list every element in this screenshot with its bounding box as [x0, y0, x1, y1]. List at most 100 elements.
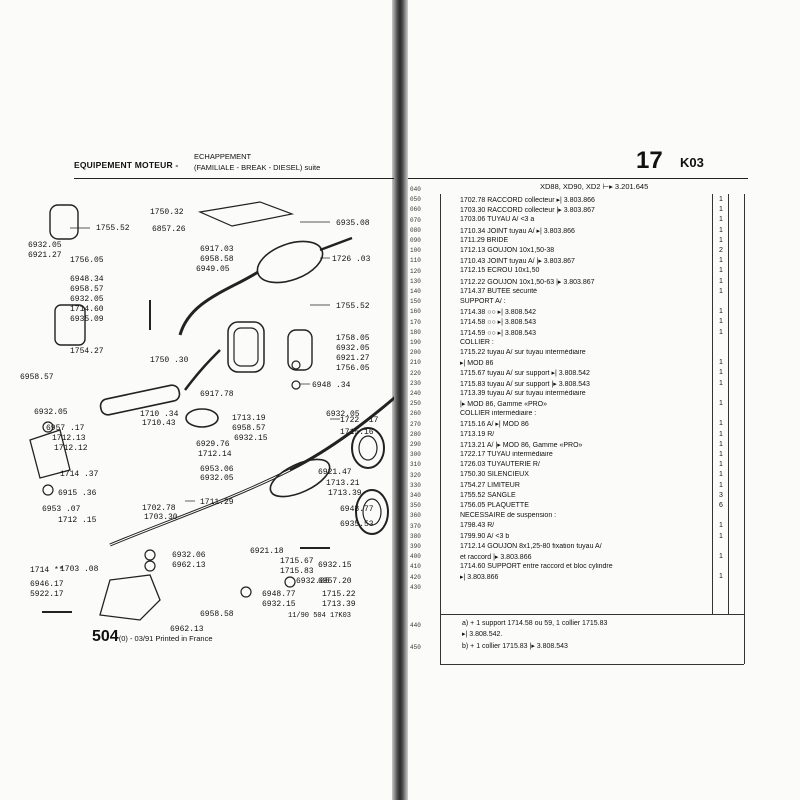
parts-row: SUPPORT A/ :	[460, 298, 506, 305]
row-number: 280	[410, 430, 421, 438]
parts-qty: 1	[719, 440, 723, 448]
row-number: 200	[410, 349, 421, 357]
parts-row: NECESSAIRE de suspension :	[460, 512, 557, 520]
parts-row: 1713.21 A/ |▸ MOD 86, Gamme «PRO»	[460, 441, 583, 449]
row-number: 050	[410, 196, 421, 204]
part-callout: 1722 .17	[340, 416, 379, 425]
section-subtitle-1: ECHAPPEMENT	[194, 152, 252, 161]
row-number: 120	[410, 267, 421, 275]
row-number: 390	[410, 543, 421, 550]
row-number: 350	[410, 502, 421, 510]
part-callout: 1715.83	[280, 567, 314, 576]
parts-qty: 1	[719, 328, 723, 336]
parts-qty: 1	[719, 522, 723, 530]
row-number: 420	[410, 573, 421, 581]
rubber-mount	[287, 329, 313, 371]
row-number: 290	[410, 441, 421, 448]
part-callout: 6917.03	[200, 245, 234, 254]
part-callout: 6957 .17	[46, 424, 85, 433]
part-callout: 6929.76	[196, 440, 230, 449]
part-callout: 6962.13	[170, 625, 204, 634]
parts-row: COLLIER intermédiaire :	[460, 410, 537, 418]
part-callout: 1703.30	[144, 513, 178, 522]
parts-qty: 1	[719, 236, 723, 244]
part-callout: 1755.52	[96, 224, 130, 233]
parts-row: 1754.27 LIMITEUR	[460, 481, 520, 489]
parts-qty: 1	[719, 573, 723, 581]
header-rule-right	[408, 178, 748, 179]
group-number: 17	[636, 147, 663, 174]
part-callout: 6957.20	[318, 577, 352, 586]
parts-qty: 1	[719, 287, 723, 295]
parts-row: 1712.13 GOUJON 10x1,50-38	[460, 247, 555, 254]
part-callout: 1714 .37	[60, 470, 99, 479]
row-number: 260	[410, 410, 421, 418]
parts-row: 1714.60 SUPPORT entre raccord et bloc cy…	[460, 563, 613, 571]
heat-shield	[197, 201, 295, 227]
row-number: 170	[410, 318, 421, 326]
table-col-end	[744, 194, 745, 664]
part-callout: 6932.05	[326, 410, 360, 419]
footnote: b) + 1 collier 1715.83 |▸ 3.808.543	[462, 643, 568, 650]
part-callout: 6958.57	[70, 285, 104, 294]
clamp-ring	[351, 427, 385, 469]
row-number: 070	[410, 216, 421, 224]
part-callout: 1726 .03	[332, 255, 371, 264]
section-title: EQUIPEMENT MOTEUR -	[74, 160, 179, 170]
row-number: 060	[410, 206, 421, 214]
parts-row: 1722.17 TUYAU intermédiaire	[460, 451, 553, 458]
parts-qty: 2	[719, 247, 723, 254]
group-code: K03	[680, 155, 704, 170]
parts-row: 1756.05 PLAQUETTE	[460, 502, 529, 509]
row-number: 360	[410, 512, 421, 520]
table-title: XD88, XD90, XD2 ⊢▸ 3.201.645	[540, 182, 649, 191]
part-callout: 6958.58	[200, 610, 234, 619]
part-callout: 6948 .34	[312, 381, 351, 390]
row-number: 150	[410, 298, 421, 306]
parts-row: 1755.52 SANGLE	[460, 491, 516, 499]
parts-qty: 1	[719, 532, 723, 540]
parts-qty: 1	[719, 420, 723, 428]
row-number: 220	[410, 369, 421, 377]
parts-qty: 3	[719, 491, 723, 499]
parts-row: 1712.22 GOUJON 10x1,50-63 |▸ 3.803.867	[460, 278, 595, 286]
parts-row: 1703.30 RACCORD collecteur |▸ 3.803.867	[460, 207, 595, 215]
page-number-value: 504	[92, 628, 119, 645]
part-callout: 1715.22	[322, 590, 356, 599]
table-col-right	[728, 194, 729, 614]
middle-silencer	[99, 384, 181, 416]
parts-row: 1711.29 BRIDE	[460, 236, 509, 244]
part-callout: 6932.06	[172, 551, 206, 560]
part-callout: 6921.18	[250, 547, 284, 556]
part-callout: 1756.05	[336, 364, 370, 373]
row-number: 430	[410, 583, 421, 591]
row-number: 210	[410, 359, 421, 367]
parts-qty: 1	[719, 369, 723, 377]
parts-row: 1712.14 GOUJON 8x1,25-80 fixation tuyau …	[460, 542, 602, 550]
part-callout: 6921.27	[28, 251, 62, 260]
footnote: a) + 1 support 1714.58 ou 59, 1 collier …	[462, 620, 608, 627]
part-callout: 1703 .08	[60, 565, 99, 574]
parts-qty: 1	[719, 277, 723, 285]
parts-qty: 1	[719, 267, 723, 275]
rear-silencer	[256, 240, 324, 284]
footnote-row-number: 450	[410, 644, 421, 651]
part-callout: 1715.16	[340, 428, 374, 437]
parts-row: ▸| 3.803.866	[460, 574, 499, 582]
row-number: 160	[410, 308, 421, 316]
part-callout: 6948.77	[262, 590, 296, 599]
parts-row: 1714.38 ○○ ▸| 3.808.542	[460, 309, 537, 317]
parts-row: 1702.78 RACCORD collecteur ▸| 3.803.866	[460, 197, 595, 204]
row-number: 370	[410, 522, 421, 530]
parts-row: 1714.58 ○○ ▸| 3.808.543	[460, 319, 537, 327]
part-callout: 1758.05	[336, 334, 370, 343]
part-callout: 6932.05	[336, 344, 370, 353]
row-number: 330	[410, 481, 421, 489]
row-number: 190	[410, 339, 421, 346]
parts-qty: 1	[719, 308, 723, 316]
part-callout: 1713.21	[326, 479, 360, 488]
row-number: 340	[410, 492, 421, 499]
part-callout: 1713.19	[232, 414, 266, 423]
row-number: 410	[410, 563, 421, 571]
